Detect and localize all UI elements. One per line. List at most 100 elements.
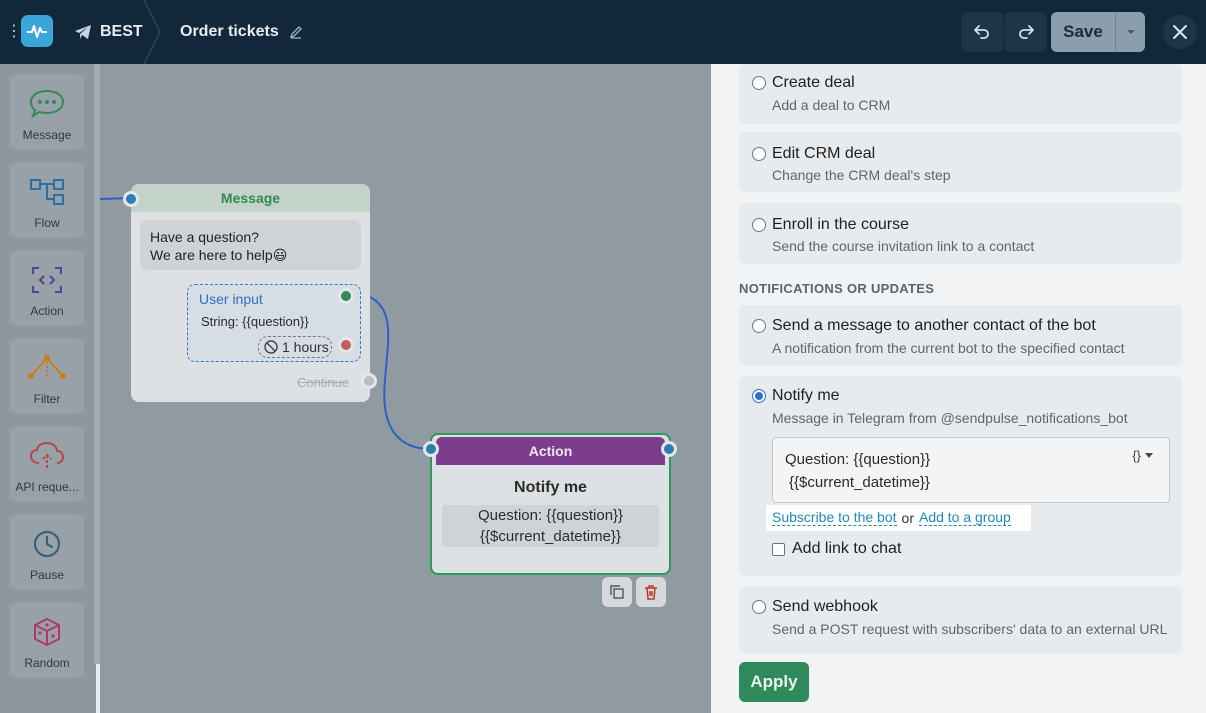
undo-icon <box>974 25 989 39</box>
message-node-title: Message <box>131 184 370 212</box>
option-desc: Add a deal to CRM <box>772 97 891 113</box>
user-input-variable: String: {{question}} <box>201 314 309 329</box>
user-input-success-port[interactable] <box>338 288 354 304</box>
action-input-port[interactable] <box>423 441 439 457</box>
tool-label: Flow <box>34 216 60 230</box>
add-link-label: Add link to chat <box>792 540 902 557</box>
option-create-deal[interactable]: Create deal Add a deal to CRM <box>739 64 1182 124</box>
option-send-message[interactable]: Send a message to another contact of the… <box>739 305 1182 366</box>
radio-send-webhook[interactable] <box>752 600 766 614</box>
chevron-down-icon <box>1145 452 1153 458</box>
flow-title: Order tickets <box>180 20 303 44</box>
tool-random[interactable]: Random <box>10 602 84 678</box>
radio-enroll-course[interactable] <box>752 218 766 232</box>
filter-icon <box>27 348 67 388</box>
save-dropdown-button[interactable] <box>1115 12 1145 52</box>
message-line: Have a question? <box>150 229 259 245</box>
option-edit-crm-deal[interactable]: Edit CRM deal Change the CRM deal's step <box>739 132 1182 192</box>
action-output-port[interactable] <box>661 441 677 457</box>
duplicate-node-button[interactable] <box>602 577 632 607</box>
timeout-value: 1 hours <box>282 339 329 355</box>
option-desc: A notification from the current bot to t… <box>772 340 1125 356</box>
option-notify-me[interactable]: Notify me Message in Telegram from @send… <box>739 376 1182 576</box>
tool-pause[interactable]: Pause <box>10 514 84 590</box>
notification-text-line: Question: {{question}} <box>785 451 931 468</box>
undo-button[interactable] <box>961 12 1003 52</box>
user-input-block[interactable]: User input String: {{question}} 1 hours <box>187 284 361 362</box>
toolbox-scrollbar[interactable] <box>94 64 100 664</box>
breadcrumb-separator <box>143 0 161 64</box>
tool-flow[interactable]: Flow <box>10 162 84 238</box>
message-node[interactable]: Message Have a question? We are here to … <box>131 184 370 402</box>
option-title: Enroll in the course <box>772 216 909 233</box>
tool-label: Random <box>24 656 70 670</box>
message-text: Have a question? We are here to help😃 <box>140 220 361 270</box>
telegram-icon <box>75 25 91 39</box>
chat-bubble-icon <box>27 84 67 124</box>
dice-icon <box>27 612 67 652</box>
flow-icon <box>27 172 67 212</box>
subscribe-links: Subscribe to the bot or Add to a group <box>766 505 1031 531</box>
radio-create-deal[interactable] <box>752 76 766 90</box>
notification-text-line: {{$current_datetime}} <box>789 474 930 491</box>
insert-variable-button[interactable]: {} <box>1126 445 1159 465</box>
option-desc: Send the course invitation link to a con… <box>772 238 1035 254</box>
tool-label: API reque... <box>15 480 79 494</box>
more-menu-icon[interactable]: ⋮ <box>6 23 22 40</box>
action-node-text: Question: {{question}} {{$current_dateti… <box>442 505 659 547</box>
chevron-down-icon <box>1126 30 1135 34</box>
action-node-name: Notify me <box>514 479 587 496</box>
redo-icon <box>1018 25 1034 39</box>
user-input-title: User input <box>199 291 263 307</box>
bot-name: BEST <box>100 23 143 40</box>
or-text: or <box>901 510 914 526</box>
tool-api-request[interactable]: API reque... <box>10 426 84 502</box>
subscribe-to-bot-link[interactable]: Subscribe to the bot <box>772 509 897 526</box>
action-line: Question: {{question}} <box>477 507 624 524</box>
option-desc: Message in Telegram from @sendpulse_noti… <box>772 410 1128 426</box>
action-line: {{$current_datetime}} <box>480 528 621 545</box>
option-title: Notify me <box>772 387 840 404</box>
apply-button[interactable]: Apply <box>739 662 809 702</box>
copy-icon <box>610 585 624 599</box>
edit-pencil-icon[interactable] <box>289 25 303 39</box>
timeout-badge: 1 hours <box>258 336 332 358</box>
tool-label: Pause <box>29 568 65 582</box>
continue-label: Continue <box>297 375 350 390</box>
save-button[interactable]: Save <box>1051 12 1115 52</box>
trash-icon <box>645 585 657 600</box>
top-bar: ⋮ BEST Order tickets Save <box>0 0 1206 64</box>
option-send-webhook[interactable]: Send webhook Send a POST request with su… <box>739 586 1182 654</box>
action-node[interactable]: Action Notify me Question: {{question}} … <box>430 433 671 575</box>
variable-braces-icon: {} <box>1132 447 1141 463</box>
tool-message[interactable]: Message <box>10 74 84 150</box>
message-line: We are here to help😃 <box>150 247 288 263</box>
radio-edit-crm-deal[interactable] <box>752 147 766 161</box>
add-to-group-link[interactable]: Add to a group <box>918 509 1011 526</box>
clock-icon <box>27 524 67 564</box>
tool-label: Filter <box>33 392 61 406</box>
action-icon <box>27 260 67 300</box>
message-input-port[interactable] <box>123 191 139 207</box>
tool-label: Message <box>22 128 72 142</box>
continue-port[interactable] <box>361 373 377 389</box>
tool-action[interactable]: Action <box>10 250 84 326</box>
notification-text-area[interactable]: Question: {{question}} {{$current_dateti… <box>772 437 1170 503</box>
option-enroll-course[interactable]: Enroll in the course Send the course inv… <box>739 203 1182 264</box>
user-input-timeout-port[interactable] <box>338 337 354 353</box>
flow-title-text: Order tickets <box>180 23 279 40</box>
no-entry-icon <box>264 340 278 354</box>
radio-notify-me[interactable] <box>752 389 766 403</box>
app-logo[interactable] <box>21 15 53 47</box>
close-icon <box>1173 25 1187 39</box>
redo-button[interactable] <box>1004 12 1047 52</box>
bot-name-breadcrumb[interactable]: BEST <box>74 20 143 44</box>
option-desc: Send a POST request with subscribers' da… <box>772 621 1168 637</box>
delete-node-button[interactable] <box>636 577 666 607</box>
add-link-checkbox[interactable] <box>772 543 785 556</box>
option-title: Send webhook <box>772 598 878 615</box>
option-desc: Change the CRM deal's step <box>772 167 951 183</box>
close-button[interactable] <box>1163 15 1197 49</box>
tool-filter[interactable]: Filter <box>10 338 84 414</box>
radio-send-message[interactable] <box>752 319 766 333</box>
